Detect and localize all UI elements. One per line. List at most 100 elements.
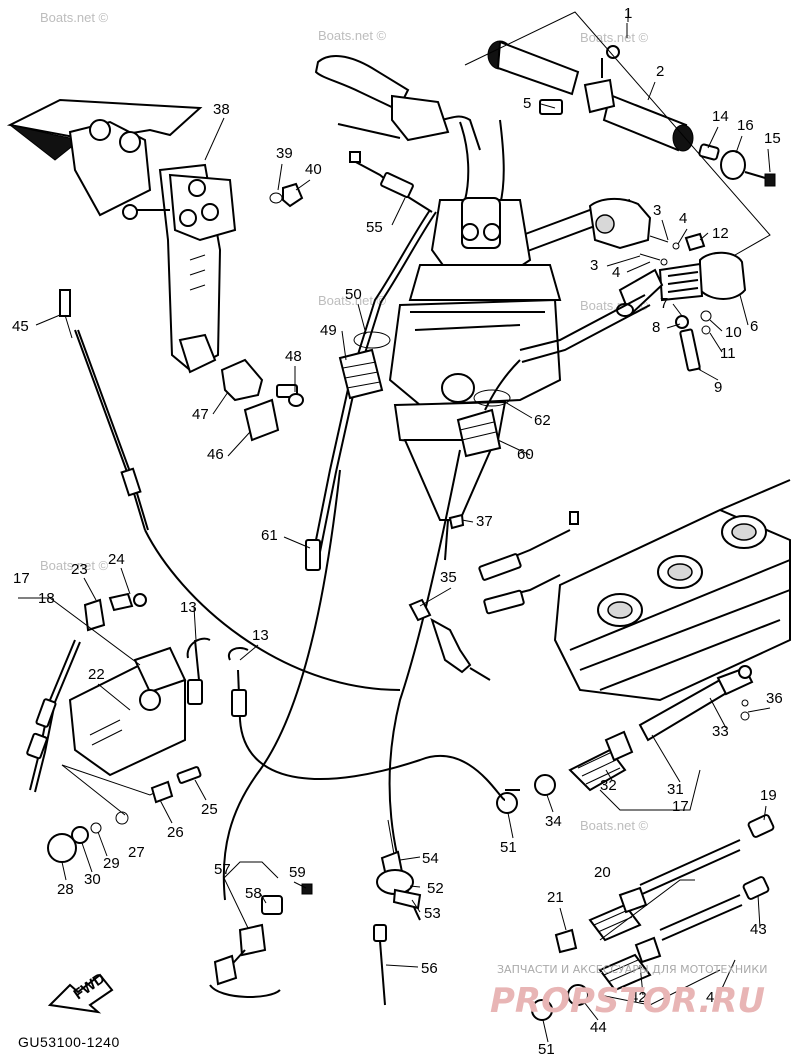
callout-label: 4 <box>612 264 620 281</box>
callout-labels: 1 2 3 3 4 4 5 6 7 8 9 10 11 12 13 13 14 … <box>12 5 783 1058</box>
callout-label: 36 <box>766 690 783 707</box>
callout-label: 46 <box>207 446 224 463</box>
callout-label: 14 <box>712 108 729 125</box>
callout-label: 30 <box>84 871 101 888</box>
callout-label: 2 <box>656 63 664 80</box>
callout-label: 11 <box>720 345 736 362</box>
callout-label: 53 <box>424 905 441 922</box>
watermark: Boats.net © <box>580 818 649 833</box>
callout-label: 56 <box>421 960 438 977</box>
callout-label: 3 <box>590 257 598 274</box>
watermark: Boats.net © <box>318 293 387 308</box>
callout-label: 49 <box>320 322 337 339</box>
cables-13 <box>186 637 506 801</box>
callout-label: 48 <box>285 348 302 365</box>
callout-label: 25 <box>201 801 218 818</box>
callout-label: 9 <box>714 379 722 396</box>
callout-label: 3 <box>653 202 661 219</box>
fwd-arrow: FWD <box>47 970 114 1014</box>
callout-label: 23 <box>71 561 88 578</box>
clip-52-54 <box>376 819 422 910</box>
callout-label: 41 <box>706 989 723 1006</box>
callout-label: 38 <box>213 101 230 118</box>
cable-parts-17-44 <box>531 814 775 1021</box>
shop-overlay: ЗАПЧАСТИ И АКСЕССУАРЫ ДЛЯ МОТОТЕХНИКИ PR… <box>490 963 767 1021</box>
cable-ends-35-37 <box>408 513 491 681</box>
clamp-parts-46-48 <box>220 358 304 442</box>
callout-label: 45 <box>12 318 29 335</box>
callout-label: 8 <box>652 319 660 336</box>
callout-label: 26 <box>167 824 184 841</box>
shop-logo: PROPSTOR.RU <box>490 981 765 1021</box>
cable-parts-31-34 <box>496 730 701 814</box>
callout-label: 43 <box>750 921 767 938</box>
boot-60-62 <box>456 359 521 458</box>
callout-label: 62 <box>534 412 551 429</box>
callout-label: 7 <box>660 295 668 312</box>
callout-label: 22 <box>88 666 105 683</box>
callout-label: 33 <box>712 723 729 740</box>
callout-label: 15 <box>764 130 781 147</box>
throttle-grip <box>464 10 771 256</box>
callout-label: 4 <box>679 210 687 227</box>
callout-label: 59 <box>289 864 306 881</box>
lever-38 <box>6 98 237 374</box>
watermark: Boats.net © <box>318 28 387 43</box>
callout-label: 19 <box>760 787 777 804</box>
callout-label: 61 <box>261 527 278 544</box>
callout-label: 47 <box>192 406 209 423</box>
callout-label: 18 <box>38 590 55 607</box>
carburetor-assembly <box>478 479 791 702</box>
callout-label: 12 <box>712 225 729 242</box>
callout-label: 17 <box>13 570 30 587</box>
callout-label: 27 <box>128 844 145 861</box>
callout-label: 29 <box>103 855 120 872</box>
callout-label: 32 <box>600 777 617 794</box>
cable-tie-56 <box>373 924 387 1006</box>
shop-banner: ЗАПЧАСТИ И АКСЕССУАРЫ ДЛЯ МОТОТЕХНИКИ <box>497 963 767 976</box>
callout-label: 13 <box>180 599 197 616</box>
diagram-code: GU53100-1240 <box>18 1034 120 1050</box>
callout-label: 35 <box>440 569 457 586</box>
cable-45 <box>59 289 149 531</box>
watermark: Boats.net © <box>580 30 649 45</box>
callout-label: 50 <box>345 286 362 303</box>
callout-label: 55 <box>366 219 383 236</box>
switch-parts <box>519 232 747 372</box>
callout-label: 31 <box>667 781 684 798</box>
callout-label: 52 <box>427 880 444 897</box>
callout-label: 51 <box>500 839 517 856</box>
callout-label: 58 <box>245 885 262 902</box>
callout-label: 57 <box>214 861 231 878</box>
callout-label: 17 <box>672 798 689 815</box>
callout-label: 10 <box>725 324 742 341</box>
callout-label: 13 <box>252 627 269 644</box>
parts-57-59 <box>209 861 313 998</box>
leader-lines <box>35 23 771 1043</box>
washer-nut-39-40 <box>269 182 304 208</box>
fasteners-25-30 <box>47 766 202 863</box>
callout-label: 60 <box>517 446 534 463</box>
callout-label: 5 <box>523 95 531 112</box>
callout-label: 40 <box>305 161 322 178</box>
bracket-22 <box>18 592 187 816</box>
callout-label: 6 <box>750 318 758 335</box>
callout-label: 44 <box>590 1019 607 1036</box>
cable-end-33-36 <box>638 665 754 742</box>
callout-label: 20 <box>594 864 611 881</box>
grip-end-parts <box>698 143 776 187</box>
callout-label: 34 <box>545 813 562 830</box>
watermark: Boats.net © <box>40 10 109 25</box>
callout-label: 51 <box>538 1041 555 1058</box>
callout-label: 1 <box>624 5 632 22</box>
handlebar <box>314 55 652 561</box>
watermark: Boats.net © <box>40 558 109 573</box>
callout-label: 24 <box>108 551 125 568</box>
callout-label: 16 <box>737 117 754 134</box>
callout-label: 28 <box>57 881 74 898</box>
callout-label: 54 <box>422 850 439 867</box>
callout-label: 39 <box>276 145 293 162</box>
callout-label: 37 <box>476 513 493 530</box>
callout-label: 21 <box>547 889 564 906</box>
